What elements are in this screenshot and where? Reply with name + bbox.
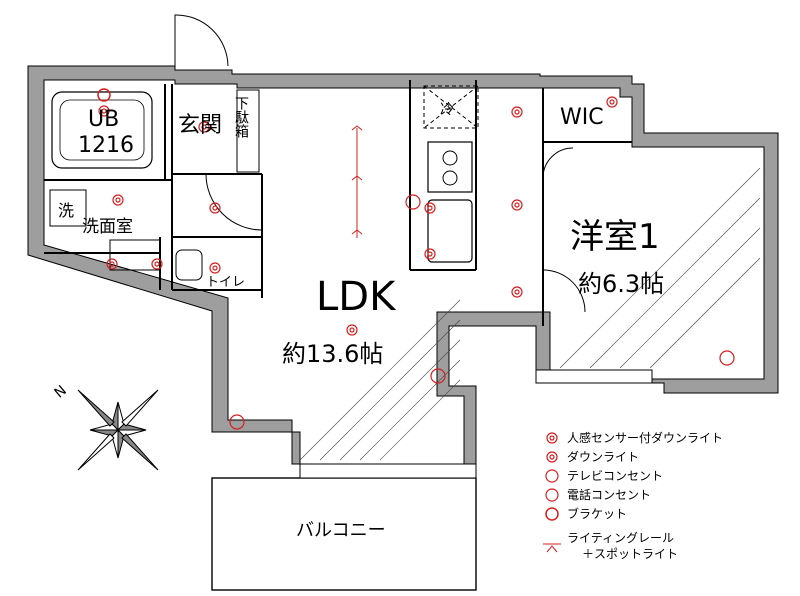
shoe-box <box>236 89 260 173</box>
toilet-label: トイレ <box>206 275 245 290</box>
western-label: 洋室1 <box>570 217 660 257</box>
washer-label: 洗 <box>58 201 74 220</box>
legend <box>543 432 561 553</box>
legend-rail-line2: ＋スポットライト <box>582 547 678 561</box>
balcony-label: バルコニー <box>296 520 386 541</box>
legend-rail-line1: ライティングレール <box>567 531 674 545</box>
stove <box>427 141 473 193</box>
downlight-icons <box>98 96 618 336</box>
wic-label: WIC <box>560 105 604 130</box>
legend-item-5: ブラケット <box>567 506 627 521</box>
partitions <box>44 80 632 326</box>
western-size-label: 約6.3帖 <box>578 270 664 298</box>
bedroom-window <box>535 369 653 384</box>
compass-rose <box>77 389 159 471</box>
ub-size-label: 1216 <box>78 133 134 158</box>
bathtub <box>51 91 153 169</box>
wash-basin <box>109 239 161 271</box>
entrance-label: 玄関 <box>178 113 222 138</box>
washer-pan <box>49 189 87 227</box>
legend-item-3: テレビコンセント <box>567 469 663 483</box>
window-hatch <box>299 167 761 461</box>
legend-item-1: 人感センサー付ダウンライト <box>567 430 723 445</box>
compass-north-label: N <box>52 383 70 402</box>
ldk-label: LDK <box>316 274 397 320</box>
shoebox-label: 下駄箱 <box>233 96 249 138</box>
sink <box>427 199 473 263</box>
outer-wall <box>27 65 779 479</box>
legend-item-4: 電話コンセント <box>567 487 651 502</box>
fridge-space <box>423 85 479 129</box>
tv-outlet-icons <box>229 350 735 430</box>
phone-outlet-icon <box>405 194 421 210</box>
fridge-label: 冷 <box>440 102 454 118</box>
toilet-fixture <box>175 249 203 281</box>
doors <box>174 14 586 313</box>
lighting-rail <box>351 125 363 238</box>
legend-item-2: ダウンライト <box>567 449 639 464</box>
balcony-window <box>299 463 477 479</box>
ub-label: UB <box>88 107 119 132</box>
ldk-size-label: 約13.6帖 <box>282 340 383 368</box>
bracket-light-icon <box>97 88 111 102</box>
washroom-label: 洗面室 <box>82 217 133 237</box>
